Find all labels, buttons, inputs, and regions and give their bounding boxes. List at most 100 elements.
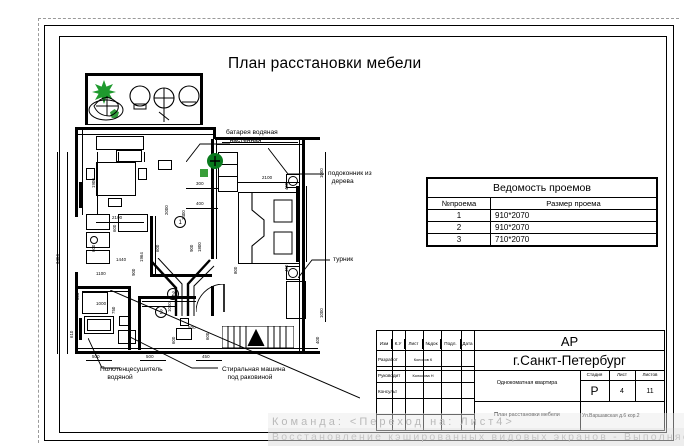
dim-b-500: 500 <box>92 354 100 359</box>
dim-v-600a: 600 <box>112 224 117 232</box>
corridor-wall-bottom <box>150 274 212 277</box>
leader-radiator <box>186 143 230 162</box>
wall-top-notch-v <box>213 127 216 139</box>
wall-inner-line-top2 <box>216 144 302 145</box>
stamp-stage-value: Р <box>590 384 599 398</box>
stamp-rule-v-203 <box>580 370 581 431</box>
stamp-address: Ул.Варшавская д.6 кор.2 <box>582 412 640 419</box>
stamp-col-46 <box>423 331 424 431</box>
stamp-list-header: Лист <box>617 372 627 378</box>
wall-left-outer-2 <box>75 272 78 354</box>
dim-900: 900 <box>189 244 194 252</box>
dim-3400: 3400 <box>181 210 186 220</box>
stamp-rev-header-data: Дата <box>462 340 473 346</box>
stamp-rule-h-19 <box>474 350 665 351</box>
stamp-row-h-83 <box>377 414 474 415</box>
wardrobe-shelf-2 <box>218 176 238 177</box>
window-right-frame2 <box>306 186 307 262</box>
balcony-wall-left <box>85 73 88 125</box>
window-right-frame1 <box>303 186 305 262</box>
dimline-bottom-2 <box>140 360 166 361</box>
dim-v-1900: 1900 <box>91 178 96 188</box>
stamp-role-rukovodit: Руководит <box>378 372 401 378</box>
hatched-radiator-bottom <box>222 326 294 348</box>
stamp-drawing-name: План расстановки мебели <box>494 412 560 419</box>
command-line-text-1[interactable]: Команда: <Переход на: Лист4> <box>272 416 515 428</box>
leader-washer <box>128 336 218 369</box>
door-mark-1 <box>174 216 186 228</box>
kitchen-chair-a <box>86 168 95 180</box>
openings-col-size: Размер проема <box>490 197 657 210</box>
dim-b-500b: 500 <box>146 354 154 359</box>
toilet-tank <box>180 318 189 326</box>
openings-col-no: №проема <box>427 197 491 210</box>
sink-basin <box>119 316 129 326</box>
table-row: 2 910*2070 <box>427 221 657 234</box>
door-mark-1-label: 1 <box>178 219 182 226</box>
stamp-rev-header-underline <box>377 350 474 351</box>
dimline-top-kitchen <box>96 222 144 223</box>
dimline-2100 <box>238 182 300 183</box>
stamp-row-h-35 <box>377 366 474 367</box>
wall-top-left-seg <box>75 127 215 130</box>
stamp-listov-value: 11 <box>646 387 654 395</box>
window-top-frame2 <box>222 142 298 143</box>
fridge <box>116 150 142 162</box>
dimline-1000-bath <box>142 306 176 307</box>
page-title: План расстановки мебели <box>228 55 422 72</box>
kitchen-table <box>96 162 136 196</box>
stamp-col-64 <box>441 331 442 431</box>
dim-300: 300 <box>196 181 204 186</box>
opening-no: 3 <box>427 233 491 246</box>
opening-no: 2 <box>427 221 491 234</box>
stamp-col-84 <box>461 331 462 431</box>
dim-3464: 3464 <box>55 254 60 264</box>
stamp-role-konsult: Консульт <box>378 388 398 394</box>
opening-size: 910*2070 <box>490 221 657 234</box>
door-swing-hall <box>196 284 225 313</box>
dim-450b: 450 <box>284 264 289 272</box>
nightstand-top <box>286 174 300 188</box>
opening-size: 910*2070 <box>490 209 657 222</box>
sheet-cut-edge <box>38 18 679 443</box>
balcony-wall-top <box>85 73 203 76</box>
kitchen-chair-c <box>108 198 122 207</box>
stamp-rule-v-258 <box>635 370 636 401</box>
stamp-rule-h-39 <box>377 370 665 371</box>
balcony-wall-right <box>200 73 203 125</box>
radiator-left-wall <box>79 182 82 208</box>
dim-2100: 2100 <box>262 175 273 180</box>
stamp-role-razrabot: Разработ <box>378 356 398 362</box>
stamp-name-rukovodit: Колосова Н <box>412 373 434 379</box>
table-row: 3 710*2070 <box>427 233 657 246</box>
dimtick-a <box>118 152 119 162</box>
wardrobe-right <box>218 152 238 192</box>
stamp-rev-header-izm: Изм <box>377 339 392 349</box>
dim-900-low: 900 <box>131 268 136 276</box>
dim-1000-kitchen: 1000 <box>96 301 107 306</box>
command-line-text-2[interactable]: Восстановление кэшированных видовых экра… <box>272 431 684 443</box>
stamp-rev-header-ku: К.У <box>392 339 405 349</box>
dim-1800: 1800 <box>197 242 202 252</box>
stamp-col-28 <box>405 331 406 431</box>
wall-left-outer <box>75 127 78 217</box>
dimline-left-3 <box>97 152 98 214</box>
dimline-300 <box>186 188 218 189</box>
bathtub-inner <box>87 319 111 331</box>
dim-1100: 1100 <box>96 271 106 276</box>
dim-1440: 1440 <box>116 257 127 262</box>
toilet-wall-left <box>138 296 141 350</box>
openings-table-title: Ведомость проемов <box>427 178 657 198</box>
note-radiator: батарея водяная настенная <box>226 129 278 145</box>
bath-wall-top-inner <box>82 291 128 292</box>
leader-pullup <box>298 259 330 279</box>
stamp-rule-v-232 <box>609 370 610 401</box>
kitchen-lower-cab-2 <box>86 232 110 248</box>
dimline-bottom-1 <box>86 360 112 361</box>
command-line-bar-lower <box>268 428 684 446</box>
nightstand-bottom <box>286 266 300 280</box>
dim-v-1964: 1964 <box>139 252 144 262</box>
corridor-wall-left <box>150 216 153 276</box>
note-windowsill: подоконник из дерева <box>328 170 372 186</box>
stamp-col-15 <box>392 331 393 431</box>
